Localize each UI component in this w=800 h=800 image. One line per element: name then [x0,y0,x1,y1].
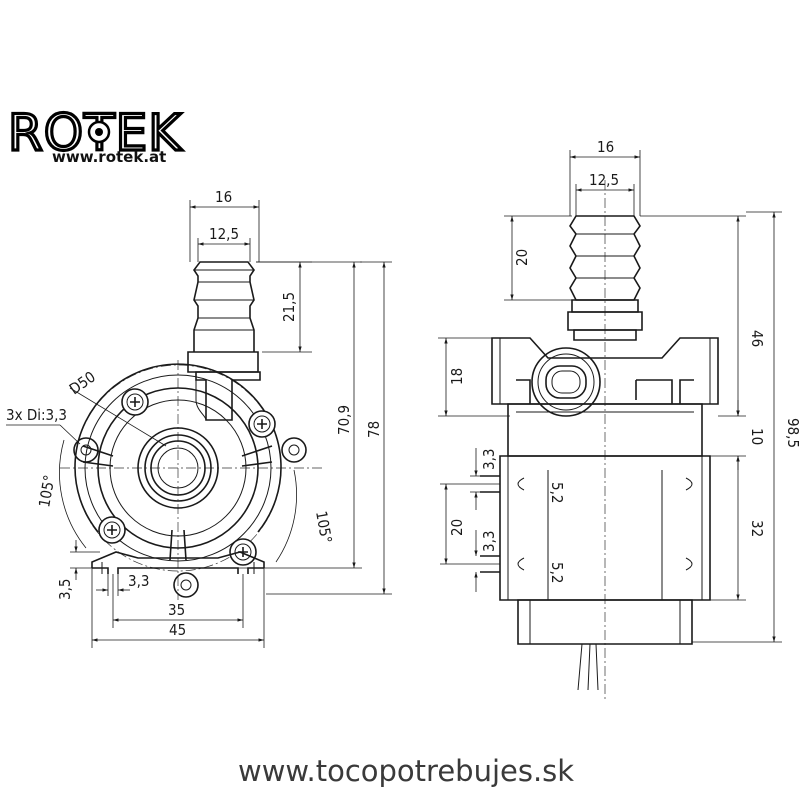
rotek-logo: ROTEK www.rotek.at [6,102,182,166]
side-dim-slot-gap: 20 [448,519,466,536]
dim-inner-width: 35 [168,601,185,619]
brand-url: www.rotek.at [52,148,166,166]
dim-outer-width: 45 [169,621,186,639]
side-dim-upper: 46 [748,330,766,347]
watermark-text: www.tocopotrebujes.sk [238,754,574,788]
side-dim-barb: 20 [513,249,531,266]
screw-icon [229,538,257,566]
dim-angle-right: 105° [312,510,335,545]
dim-height-center: 70,9 [335,405,353,435]
gear-icon [87,120,111,144]
side-dim-groove: 32 [748,520,766,537]
dim-barb-length: 21,5 [280,292,298,322]
screw-icon [248,410,276,438]
side-dim-slot-width-1: 5,2 [548,482,566,503]
dim-ring-diameter: D50 [66,368,99,399]
side-dim-step: 10 [748,428,766,445]
dim-holes: 3x Di:3,3 [6,406,67,424]
side-dim-outlet: 18 [448,368,466,385]
side-dim-total: 98,5 [784,418,800,448]
side-dim-hose-inner: 12,5 [589,171,619,189]
side-view: 16 12,5 20 18 46 98,5 10 32 [438,138,800,700]
side-dim-hose-outer: 16 [597,138,614,156]
front-view: 16 12,5 21,5 70,9 78 D50 3x Di:3,3 105° … [6,188,392,648]
dim-hose-outer: 16 [215,188,232,206]
dim-foot-height: 3,5 [56,579,74,600]
side-dim-slot-width-2: 5,2 [548,562,566,583]
dim-total-height: 78 [365,421,383,438]
dim-hose-inner: 12,5 [209,225,239,243]
dim-foot-hole: 3,3 [128,572,149,590]
side-dim-slot-top-1: 3,3 [480,449,498,470]
screw-icon [98,516,126,544]
side-dim-slot-top-2: 3,3 [480,531,498,552]
screw-icon [121,388,149,416]
dim-angle-left: 105° [35,474,58,509]
